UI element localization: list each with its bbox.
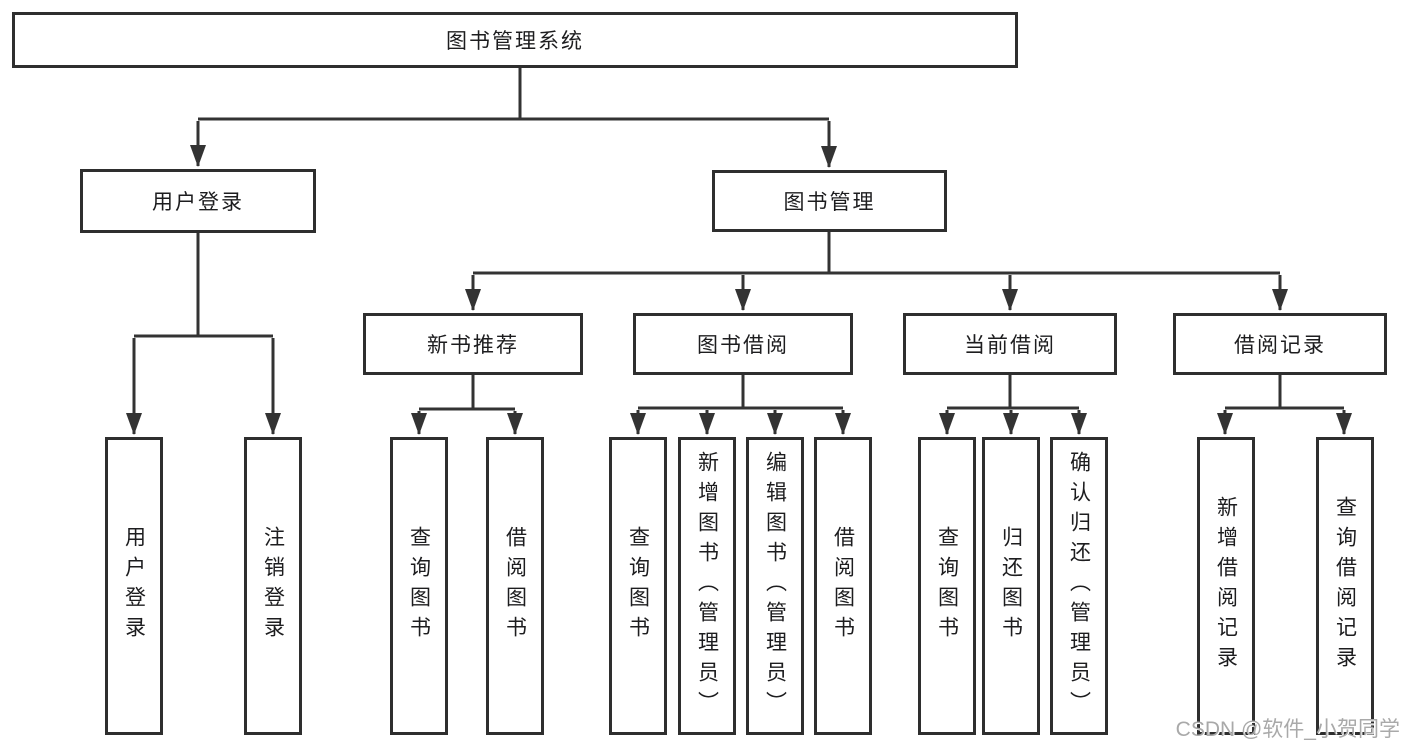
leaf-nbr-borrow-books-label: 借阅图书	[503, 526, 527, 646]
leaf-logout-label: 注销登录	[261, 526, 285, 646]
node-book-borrow-label: 图书借阅	[697, 334, 789, 357]
watermark: CSDN @软件_小贺同学	[1175, 718, 1400, 741]
leaf-cb-return-books: 归还图书	[982, 437, 1040, 735]
leaf-cb-confirm-return: 确认归还（管理员）	[1050, 437, 1108, 735]
node-current-borrow-label: 当前借阅	[964, 334, 1056, 357]
leaf-logout: 注销登录	[244, 437, 302, 735]
leaf-cb-confirm-return-label: 确认归还（管理员）	[1067, 451, 1091, 721]
leaf-br-add-record-label: 新增借阅记录	[1214, 496, 1238, 676]
leaf-br-query-record: 查询借阅记录	[1316, 437, 1374, 735]
node-book-management-label: 图书管理	[783, 191, 876, 214]
leaf-bb-edit-books-label: 编辑图书（管理员）	[763, 451, 787, 721]
node-book-borrow: 图书借阅	[633, 313, 853, 375]
node-user-login: 用户登录	[80, 169, 316, 233]
leaf-nbr-query-books: 查询图书	[390, 437, 448, 735]
leaf-bb-query-books-label: 查询图书	[626, 526, 650, 646]
node-root: 图书管理系统	[12, 12, 1018, 68]
leaf-nbr-query-books-label: 查询图书	[407, 526, 431, 646]
leaf-cb-query-books-label: 查询图书	[935, 526, 959, 646]
leaf-cb-query-books: 查询图书	[918, 437, 976, 735]
node-new-book-recommend: 新书推荐	[363, 313, 583, 375]
node-new-book-recommend-label: 新书推荐	[427, 334, 519, 357]
leaf-bb-edit-books: 编辑图书（管理员）	[746, 437, 804, 735]
leaf-user-login-label: 用户登录	[122, 526, 146, 646]
leaf-br-query-record-label: 查询借阅记录	[1333, 496, 1357, 676]
leaf-bb-borrow-books: 借阅图书	[814, 437, 872, 735]
node-borrow-records: 借阅记录	[1173, 313, 1387, 375]
node-root-label: 图书管理系统	[446, 30, 584, 53]
node-current-borrow: 当前借阅	[903, 313, 1117, 375]
node-user-login-label: 用户登录	[152, 191, 244, 214]
leaf-user-login: 用户登录	[105, 437, 163, 735]
leaf-bb-query-books: 查询图书	[609, 437, 667, 735]
node-book-management: 图书管理	[712, 170, 947, 232]
node-borrow-records-label: 借阅记录	[1234, 334, 1326, 357]
leaf-bb-add-books-label: 新增图书（管理员）	[695, 451, 719, 721]
leaf-bb-borrow-books-label: 借阅图书	[831, 526, 855, 646]
leaf-nbr-borrow-books: 借阅图书	[486, 437, 544, 735]
leaf-bb-add-books: 新增图书（管理员）	[678, 437, 736, 735]
leaf-cb-return-books-label: 归还图书	[999, 526, 1023, 646]
leaf-br-add-record: 新增借阅记录	[1197, 437, 1255, 735]
